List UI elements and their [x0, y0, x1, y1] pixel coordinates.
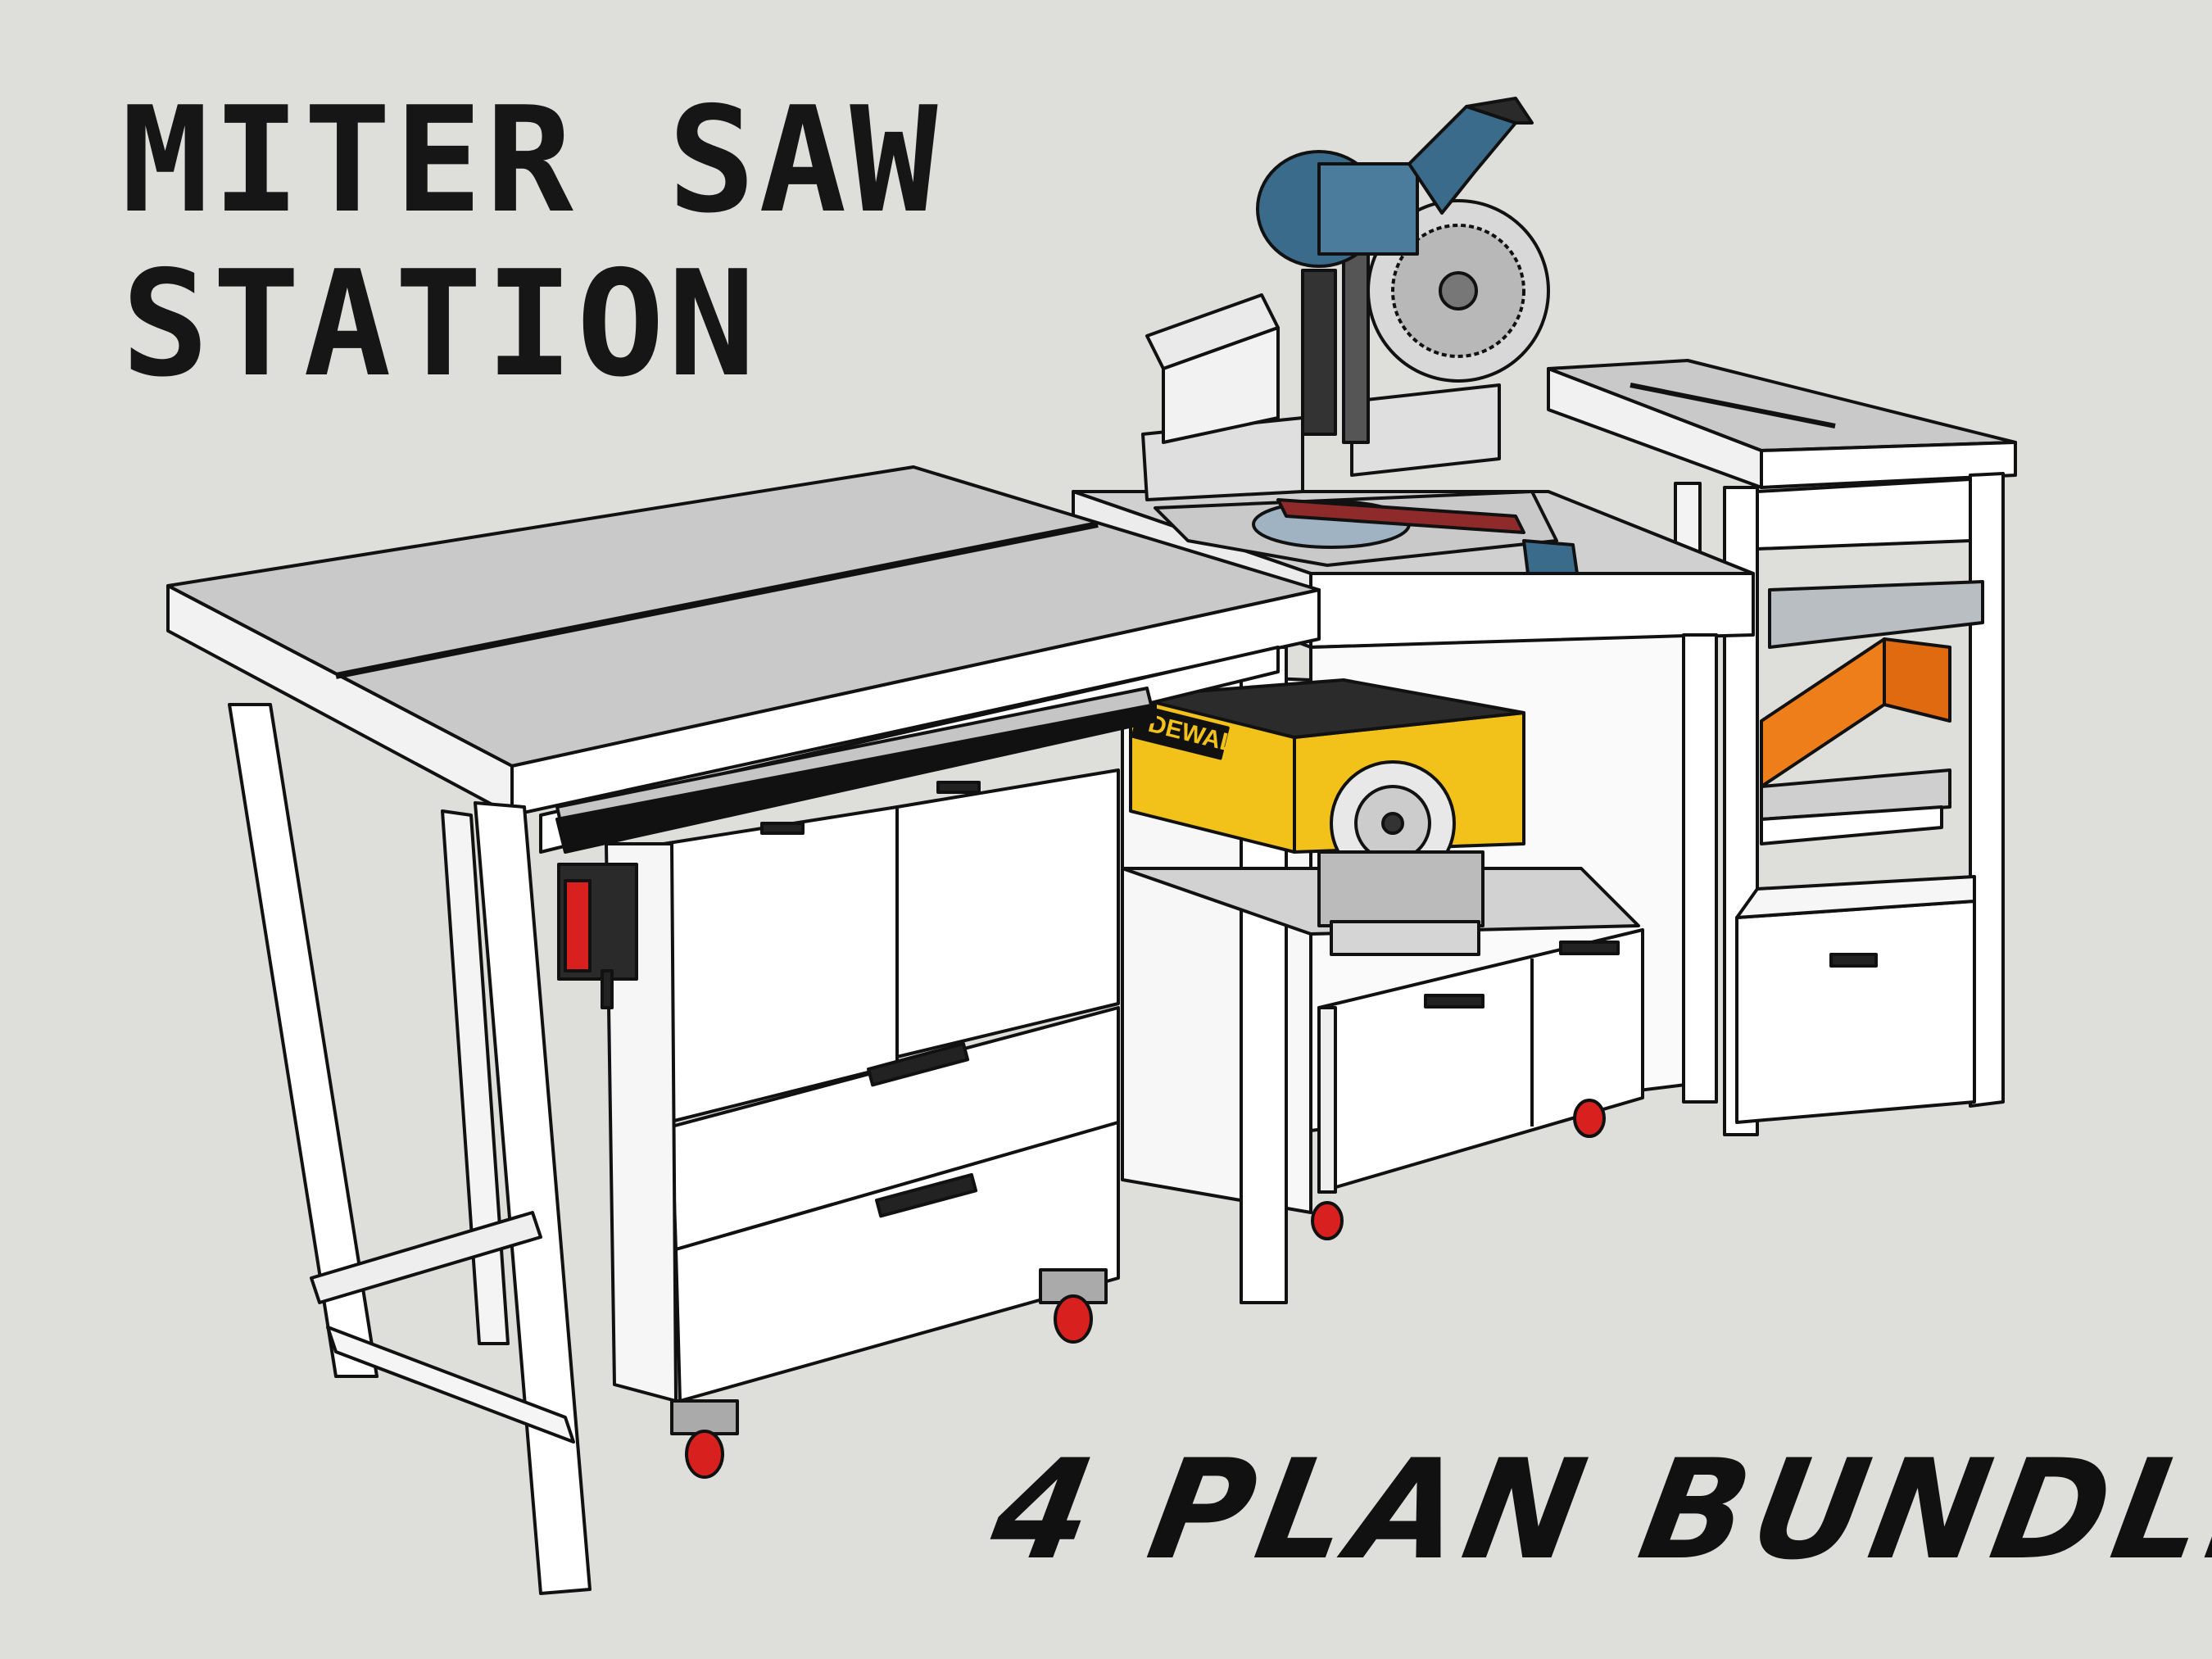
title-line-2: STATION	[121, 239, 759, 409]
bundle-label: 4 PLAN BUNDLE	[981, 1430, 2212, 1590]
title-line-1: MITER SAW	[121, 75, 941, 245]
power-strip-icon	[557, 863, 638, 1009]
miter-saw-icon	[1141, 97, 1579, 575]
left-cabinet	[166, 465, 1321, 1595]
caster-middle-back	[1573, 1099, 1606, 1138]
caster-left-back	[1039, 1268, 1108, 1344]
caster-left-front	[670, 1399, 739, 1479]
caster-icon	[670, 1099, 1606, 1479]
caster-middle-front	[1311, 1201, 1344, 1240]
page-title: MITER SAW STATION	[121, 79, 941, 406]
planer-icon: DEWALT	[1129, 678, 1525, 956]
